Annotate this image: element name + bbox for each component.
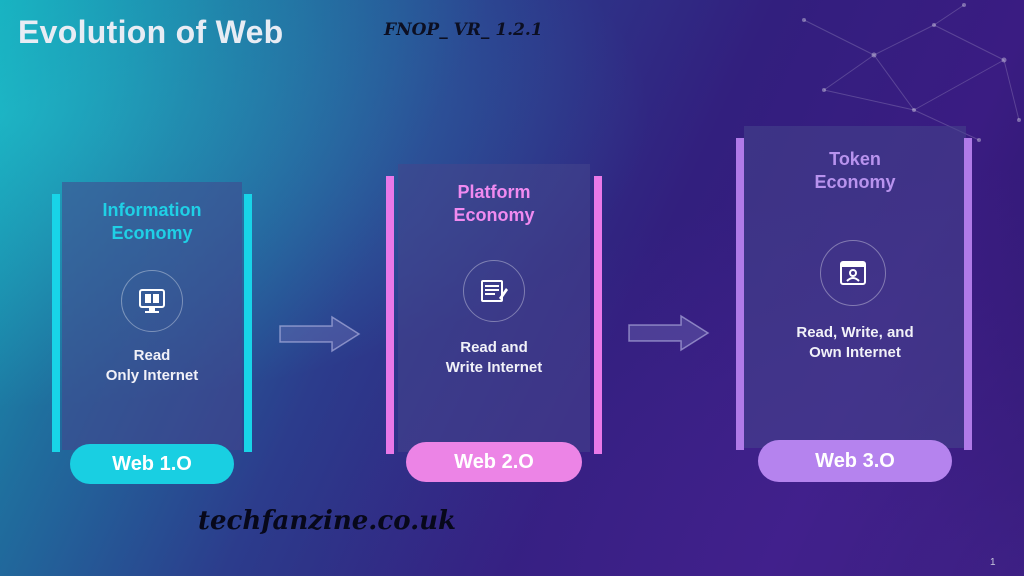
web2-card: Platform Economy Read and Write Internet… [384,162,604,484]
web2-heading-line1: Platform [457,182,531,202]
web2-desc-line2: Write Internet [445,359,543,376]
web2-left-accent [386,176,394,454]
web3-desc-line1: Read, Write, and [796,324,914,341]
web3-left-accent [736,138,744,450]
web1-heading-line1: Information [102,200,202,220]
web3-card: Token Economy Read, Write, and Own Inter… [734,126,976,484]
web1-heading-line2: Economy [111,223,193,243]
web3-pill: Web 3.O [758,440,952,482]
web1-pill: Web 1.O [70,444,234,484]
web2-desc-line1: Read and [460,339,528,356]
web3-heading-line1: Token [829,149,881,169]
web2-right-accent [594,176,602,454]
web3-desc-line2: Own Internet [809,344,901,361]
book-monitor-icon [121,270,183,332]
version-label: FNOP_ VR_ 1.2.1 [384,20,543,40]
network-pattern-decoration [802,3,1021,142]
web1-card: Information Economy Read Only Internet W… [50,180,254,484]
web1-desc-line1: Read [133,347,171,364]
web2-heading-line2: Economy [453,205,535,225]
user-window-icon [820,240,886,306]
arrow-right-icon [279,315,361,353]
arrow-right-icon [628,314,710,352]
watermark-text: techfanzine.co.uk [198,506,457,536]
document-edit-icon [463,260,525,322]
page-number: 1 [990,557,996,568]
web1-right-accent [244,194,252,452]
web1-left-accent [52,194,60,452]
web3-right-accent [964,138,972,450]
page-title: Evolution of Web [18,14,284,50]
web3-heading-line2: Economy [814,172,896,192]
web1-desc-line2: Only Internet [105,367,199,384]
web2-pill: Web 2.O [406,442,582,482]
